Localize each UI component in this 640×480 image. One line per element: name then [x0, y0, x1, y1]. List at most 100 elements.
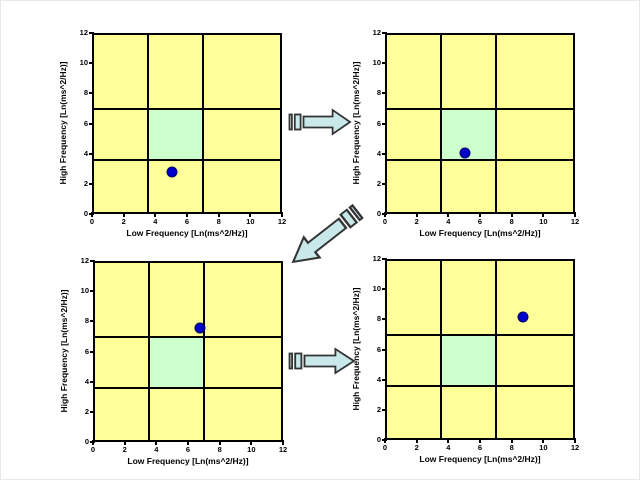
grid-line-horizontal	[94, 107, 280, 110]
y-tick-mark	[89, 122, 94, 125]
x-tick-label: 4	[446, 443, 451, 452]
x-tick-mark	[479, 438, 481, 443]
y-tick-mark	[382, 408, 387, 411]
y-tick-mark	[89, 62, 94, 65]
y-tick-label: 12	[372, 254, 381, 263]
x-tick-mark	[447, 212, 450, 217]
grid-line-horizontal	[95, 335, 281, 338]
y-tick-label: 4	[376, 374, 381, 384]
x-tick-mark	[155, 440, 158, 445]
y-tick-label: 4	[376, 148, 381, 158]
y-tick-label: 4	[83, 148, 88, 158]
y-tick-mark	[382, 213, 387, 215]
x-tick-label: 0	[90, 445, 96, 454]
striped-right-arrow-icon	[288, 347, 356, 375]
y-tick-label: 10	[80, 286, 89, 296]
x-tick-label: 0	[382, 443, 388, 452]
grid-line-vertical	[440, 261, 443, 438]
highlight-cell	[441, 334, 496, 387]
grid-line-vertical	[147, 35, 150, 212]
x-axis-label: Low Frequency [Ln(ms^2/Hz)]	[419, 454, 541, 464]
chart-step-3: High Frequency [Ln(ms^2/Hz)] Low Frequen…	[55, 256, 287, 470]
y-tick-label: 10	[79, 58, 88, 68]
x-tick-mark	[123, 440, 126, 445]
y-tick-label: 6	[376, 118, 381, 128]
x-tick-mark	[187, 440, 189, 445]
x-tick-mark	[542, 438, 545, 443]
y-tick-label: 2	[376, 404, 381, 414]
y-tick-mark	[90, 380, 95, 383]
grid-line-vertical	[440, 35, 443, 212]
x-tick-label: 10	[539, 217, 548, 226]
x-tick-label: 2	[414, 217, 419, 226]
x-tick-label: 6	[477, 217, 483, 226]
y-tick-label: 0	[376, 209, 381, 218]
y-tick-mark	[90, 320, 95, 323]
y-tick-label: 10	[372, 58, 381, 68]
x-axis-label: Low Frequency [Ln(ms^2/Hz)]	[126, 228, 248, 238]
y-tick-label: 12	[79, 28, 88, 37]
x-tick-mark	[415, 438, 418, 443]
y-tick-label: 8	[376, 314, 381, 324]
y-tick-mark	[89, 213, 94, 215]
x-tick-mark	[282, 440, 284, 445]
x-tick-mark	[510, 438, 513, 443]
x-tick-mark	[479, 212, 481, 217]
x-tick-label: 8	[509, 443, 514, 452]
y-tick-label: 6	[83, 118, 88, 128]
grid-line-horizontal	[387, 385, 573, 388]
y-tick-mark	[382, 152, 387, 155]
y-tick-label: 12	[80, 256, 89, 265]
flow-arrow-2	[288, 347, 356, 375]
x-tick-mark	[281, 212, 283, 217]
y-tick-label: 12	[372, 28, 381, 37]
y-tick-mark	[90, 290, 95, 293]
x-tick-label: 10	[539, 443, 548, 452]
x-tick-mark	[447, 438, 450, 443]
x-tick-label: 12	[570, 217, 580, 226]
y-tick-mark	[382, 122, 387, 125]
y-tick-mark	[382, 258, 387, 260]
y-axis-label: High Frequency [Ln(ms^2/Hz)]	[58, 61, 68, 185]
y-tick-mark	[382, 182, 387, 185]
x-tick-label: 4	[153, 217, 158, 226]
y-tick-mark	[382, 288, 387, 291]
grid-line-vertical	[494, 35, 497, 212]
y-tick-label: 6	[84, 346, 89, 356]
x-tick-label: 12	[278, 445, 288, 454]
x-tick-mark	[574, 212, 576, 217]
chart-step-2: High Frequency [Ln(ms^2/Hz)] Low Frequen…	[347, 28, 579, 242]
y-tick-label: 6	[376, 344, 381, 354]
plot-area	[92, 33, 282, 214]
x-tick-label: 12	[277, 217, 287, 226]
x-tick-label: 6	[185, 445, 191, 454]
y-tick-mark	[382, 318, 387, 321]
x-tick-label: 2	[121, 217, 126, 226]
grid-line-horizontal	[94, 159, 280, 162]
y-tick-label: 2	[83, 178, 88, 188]
data-point	[517, 311, 529, 323]
y-tick-mark	[382, 32, 387, 34]
striped-right-arrow-icon	[288, 108, 352, 136]
x-tick-label: 8	[216, 217, 221, 226]
grid-line-vertical	[494, 261, 497, 438]
y-tick-mark	[90, 441, 95, 443]
y-tick-label: 10	[372, 284, 381, 294]
x-tick-label: 0	[382, 217, 388, 226]
x-tick-label: 10	[247, 445, 256, 454]
grid-line-horizontal	[387, 159, 573, 162]
data-point	[194, 322, 206, 334]
flow-arrow-diagonal	[282, 199, 368, 276]
y-tick-label: 8	[83, 88, 88, 98]
x-tick-mark	[510, 212, 513, 217]
x-tick-label: 8	[217, 445, 222, 454]
x-tick-mark	[154, 212, 157, 217]
y-tick-mark	[382, 439, 387, 441]
x-tick-mark	[542, 212, 545, 217]
grid-line-vertical	[201, 35, 204, 212]
highlight-cell	[148, 108, 203, 161]
x-tick-label: 2	[414, 443, 419, 452]
x-tick-mark	[249, 212, 252, 217]
x-tick-label: 0	[89, 217, 95, 226]
grid-line-horizontal	[387, 107, 573, 110]
